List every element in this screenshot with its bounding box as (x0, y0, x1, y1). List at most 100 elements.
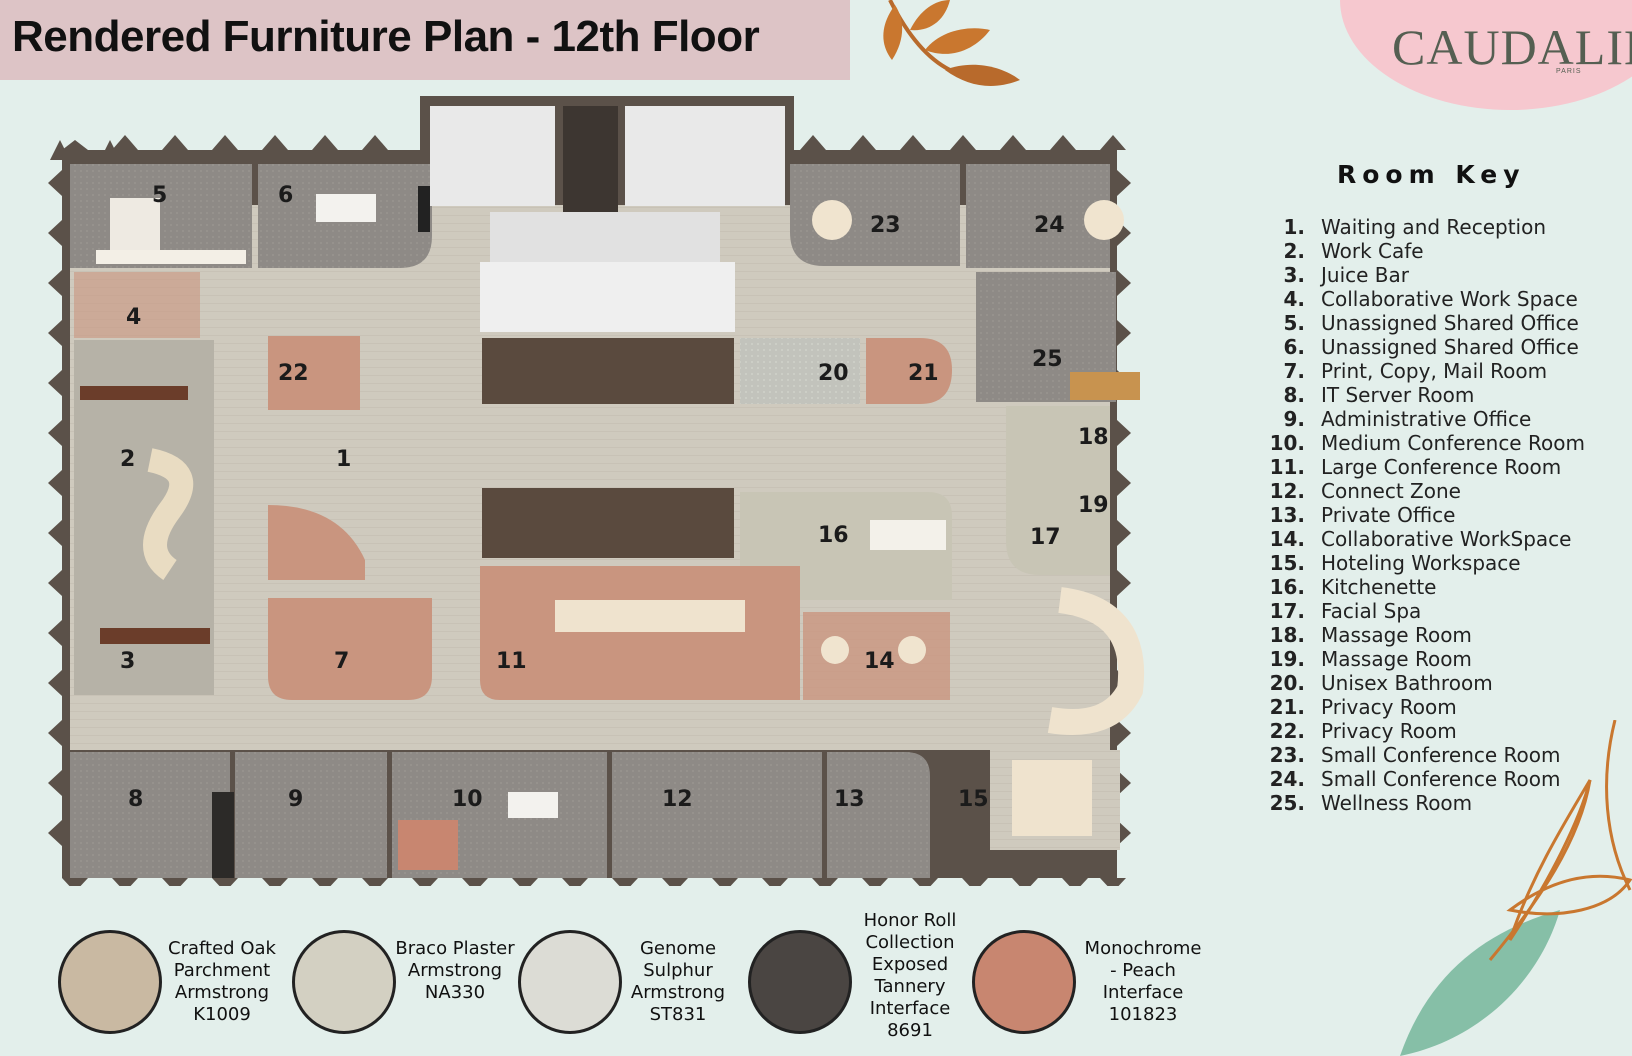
room-number-15: 15 (958, 787, 989, 812)
room-key-item: 21.Privacy Room (1255, 695, 1625, 719)
room-23 (790, 164, 960, 266)
room-key-item: 5.Unassigned Shared Office (1255, 311, 1625, 335)
room-key-item: 16.Kitchenette (1255, 575, 1625, 599)
restroom-left (430, 106, 555, 206)
room-key: Room Key 1.Waiting and Reception 2.Work … (1255, 160, 1625, 815)
room-12 (612, 752, 822, 878)
room-key-item: 15.Hoteling Workspace (1255, 551, 1625, 575)
room-key-item: 7.Print, Copy, Mail Room (1255, 359, 1625, 383)
conference-table (555, 600, 745, 632)
reception-desk (268, 505, 365, 580)
room-key-item: 9. Administrative Office (1255, 407, 1625, 431)
room-key-item: 25. Wellness Room (1255, 791, 1625, 815)
room-key-item: 20. Unisex Bathroom (1255, 671, 1625, 695)
room-key-number: 8. (1283, 383, 1305, 407)
room-key-number: 3. (1283, 263, 1305, 287)
leaf-decoration-bottom (1400, 720, 1632, 1056)
room-key-item: 11. Large Conference Room (1255, 455, 1625, 479)
room-key-number: 11. (1269, 455, 1305, 479)
material-swatch-genome (518, 930, 622, 1034)
room-11 (480, 566, 800, 700)
room-7 (268, 598, 432, 700)
room-key-item: 17. Facial Spa (1255, 599, 1625, 623)
room-number-6: 6 (278, 183, 293, 208)
room-number-23: 23 (870, 213, 901, 238)
room-22 (268, 336, 360, 410)
room-number-7: 7 (334, 649, 349, 674)
room-number-10: 10 (452, 787, 483, 812)
room-key-name: Private Office (1321, 503, 1456, 527)
room-9 (235, 752, 387, 878)
shaft (563, 106, 618, 216)
room-8 (70, 752, 230, 878)
exterior-wall-teeth-group (48, 135, 1131, 886)
room-key-name: Administrative Office (1321, 407, 1532, 431)
room-key-name: Unisex Bathroom (1321, 671, 1493, 695)
room-number-21: 21 (908, 361, 939, 386)
title-banner (0, 0, 850, 80)
room-key-name: Large Conference Room (1321, 455, 1562, 479)
material-swatch-plaster (292, 930, 396, 1034)
room-key-name: Small Conference Room (1321, 743, 1561, 767)
room-key-number: 19. (1269, 647, 1305, 671)
room-key-item: 8. IT Server Room (1255, 383, 1625, 407)
table (316, 194, 376, 222)
room-key-number: 25. (1269, 791, 1305, 815)
room-key-number: 24. (1269, 767, 1305, 791)
room-key-number: 12. (1269, 479, 1305, 503)
room-key-number: 20. (1269, 671, 1305, 695)
room-key-name: Privacy Room (1321, 719, 1457, 743)
room-number-8: 8 (128, 787, 143, 812)
room-key-item: 19.Massage Room (1255, 647, 1625, 671)
restroom-right (625, 106, 785, 206)
room-key-title: Room Key (1337, 160, 1526, 189)
room-14 (803, 612, 950, 700)
material-label-genome: Genome Sulphur Armstrong ST831 (630, 938, 726, 1025)
storage (418, 186, 430, 232)
room-key-item: 2.Work Cafe (1255, 239, 1625, 263)
room-key-item: 23.Small Conference Room (1255, 743, 1625, 767)
juice-counter (100, 628, 210, 644)
room-number-14: 14 (864, 649, 895, 674)
material-swatch-oak (58, 930, 162, 1034)
room-number-19: 19 (1078, 493, 1109, 518)
room-key-number: 21. (1269, 695, 1305, 719)
room-key-name: Connect Zone (1321, 479, 1461, 503)
room-key-name: IT Server Room (1321, 383, 1475, 407)
room-number-11: 11 (496, 649, 527, 674)
room-number-2: 2 (120, 447, 135, 472)
spiral-stair (1047, 587, 1145, 735)
room-key-name: Unassigned Shared Office (1321, 335, 1579, 359)
material-label-tannery: Honor Roll Collection Exposed Tannery In… (863, 910, 957, 1041)
room-key-number: 17. (1269, 599, 1305, 623)
room-key-number: 9. (1283, 407, 1305, 431)
room-key-number: 14. (1269, 527, 1305, 551)
room-key-item: 13.Private Office (1255, 503, 1625, 527)
room-number-12: 12 (662, 787, 693, 812)
room-21 (866, 338, 952, 404)
brand-logo-subtitle: PARIS (1556, 68, 1582, 75)
room-key-name: Work Cafe (1321, 239, 1424, 263)
room-key-item: 24.Small Conference Room (1255, 767, 1625, 791)
room-key-number: 5. (1283, 311, 1305, 335)
room-key-name: Print, Copy, Mail Room (1321, 359, 1548, 383)
room-key-name: Facial Spa (1321, 599, 1422, 623)
material-label-oak: Crafted Oak Parchment Armstrong K1009 (168, 938, 276, 1025)
leaf-decoration-top (883, 0, 1020, 86)
room-number-4: 4 (126, 305, 141, 330)
room-number-5: 5 (152, 183, 167, 208)
room-key-name: Wellness Room (1321, 791, 1473, 815)
room-number-22: 22 (278, 361, 309, 386)
table-24 (1084, 200, 1124, 240)
room-key-number: 10. (1269, 431, 1305, 455)
table-14b (898, 636, 926, 664)
room-key-name: Hoteling Workspace (1321, 551, 1521, 575)
table-14a (821, 636, 849, 664)
table-10 (508, 792, 558, 818)
room-key-name: Juice Bar (1321, 263, 1409, 287)
room-key-name: Massage Room (1321, 623, 1472, 647)
room-number-18: 18 (1078, 425, 1109, 450)
room-key-item: 12. Connect Zone (1255, 479, 1625, 503)
room-key-item: 22.Privacy Room (1255, 719, 1625, 743)
room-key-item: 4.Collaborative Work Space (1255, 287, 1625, 311)
